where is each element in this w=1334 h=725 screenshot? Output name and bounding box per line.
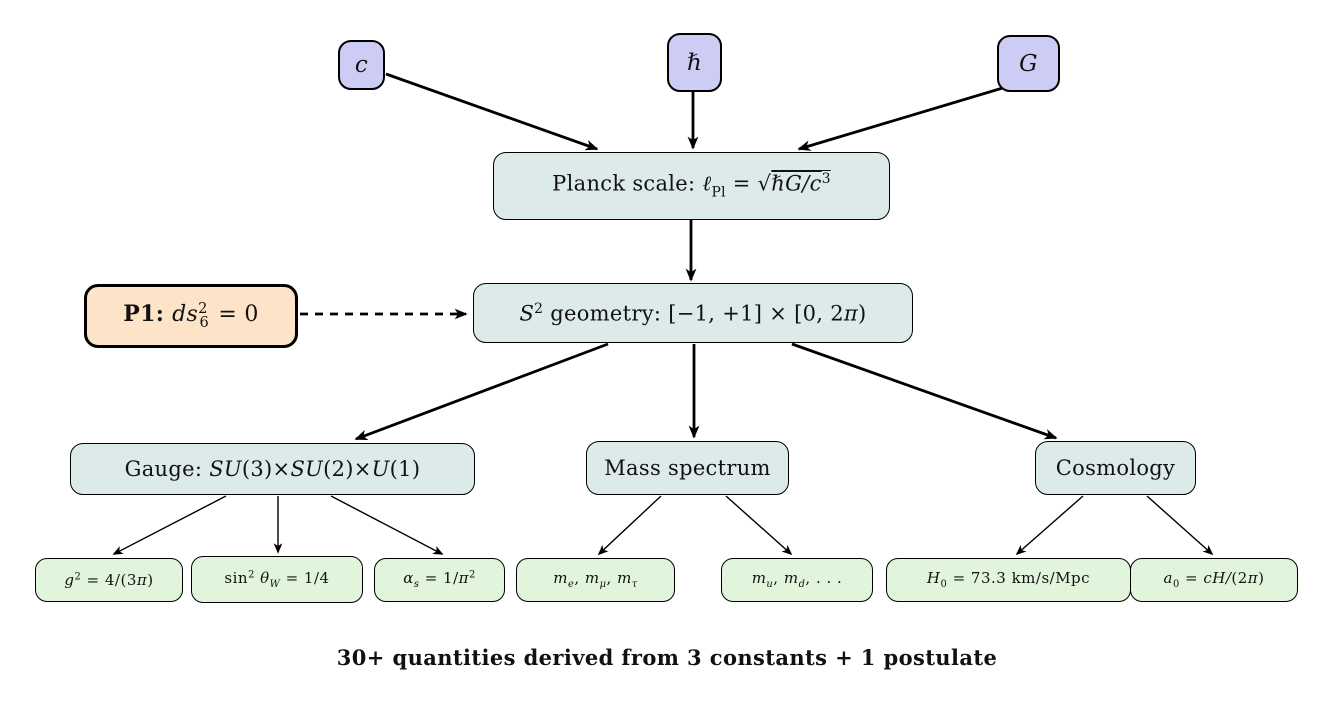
planck-scale-label: Planck scale: ℓPl = √ℏG/c3: [552, 171, 831, 201]
alpha-s-label: αs = 1/π2: [403, 569, 476, 591]
node-planck-scale: Planck scale: ℓPl = √ℏG/c3: [493, 152, 890, 220]
quark-masses-label: mu, md, . . .: [751, 569, 843, 591]
node-alpha-s: αs = 1/π2: [374, 558, 505, 602]
lepton-masses-label: me, mμ, mτ: [553, 569, 638, 591]
constant-hbar-label: ℏ: [686, 49, 703, 76]
node-constant-hbar: ℏ: [667, 33, 722, 92]
node-quark-masses: mu, md, . . .: [721, 558, 873, 602]
node-constant-c: c: [338, 40, 385, 90]
edge-c-to-planck-scale: [385, 72, 599, 151]
node-g-squared: g2 = 4/(3π): [35, 558, 183, 602]
edge-mass-to-quark-masses: [725, 495, 793, 556]
node-constant-g: G: [997, 35, 1060, 92]
weinberg-angle-label: sin2 θW = 1/4: [224, 568, 330, 591]
mass-spectrum-label: Mass spectrum: [604, 456, 771, 480]
postulate-p1-label: P1: ds26 = 0: [123, 300, 259, 332]
mond-acceleration-label: a0 = cH/(2π): [1163, 569, 1265, 591]
constant-g-label: G: [1019, 50, 1038, 77]
s2-geometry-label: S2 geometry: [−1, +1] × [0, 2π): [519, 300, 867, 326]
edge-cosmology-to-hubble: [1015, 495, 1084, 556]
node-hubble-constant: H0 = 73.3 km/s/Mpc: [886, 558, 1131, 602]
node-mond-acceleration: a0 = cH/(2π): [1130, 558, 1298, 602]
edge-s2-to-cosmology: [791, 342, 1058, 440]
edge-gauge-to-alpha-s: [330, 495, 444, 555]
node-s2-geometry: S2 geometry: [−1, +1] × [0, 2π): [473, 283, 913, 343]
edge-s2-to-gauge-group: [354, 342, 609, 441]
caption-text: 30+ quantities derived from 3 constants …: [336, 645, 998, 670]
edge-gauge-to-g-squared: [112, 495, 227, 555]
edge-g-to-planck-scale: [797, 85, 1007, 151]
node-mass-spectrum: Mass spectrum: [586, 441, 789, 495]
node-cosmology: Cosmology: [1035, 441, 1196, 495]
g-squared-label: g2 = 4/(3π): [64, 571, 154, 589]
edge-mass-to-lepton-masses: [597, 495, 662, 556]
gauge-group-label: Gauge: SU(3)×SU(2)×U(1): [124, 457, 421, 481]
cosmology-label: Cosmology: [1055, 456, 1176, 480]
constant-c-label: c: [354, 52, 369, 78]
node-gauge-group: Gauge: SU(3)×SU(2)×U(1): [70, 443, 475, 495]
edge-cosmology-to-a0: [1146, 495, 1214, 556]
node-postulate-p1: P1: ds26 = 0: [84, 284, 298, 348]
hubble-constant-label: H0 = 73.3 km/s/Mpc: [926, 569, 1091, 591]
node-lepton-masses: me, mμ, mτ: [516, 558, 675, 602]
node-weinberg-angle: sin2 θW = 1/4: [191, 556, 363, 603]
